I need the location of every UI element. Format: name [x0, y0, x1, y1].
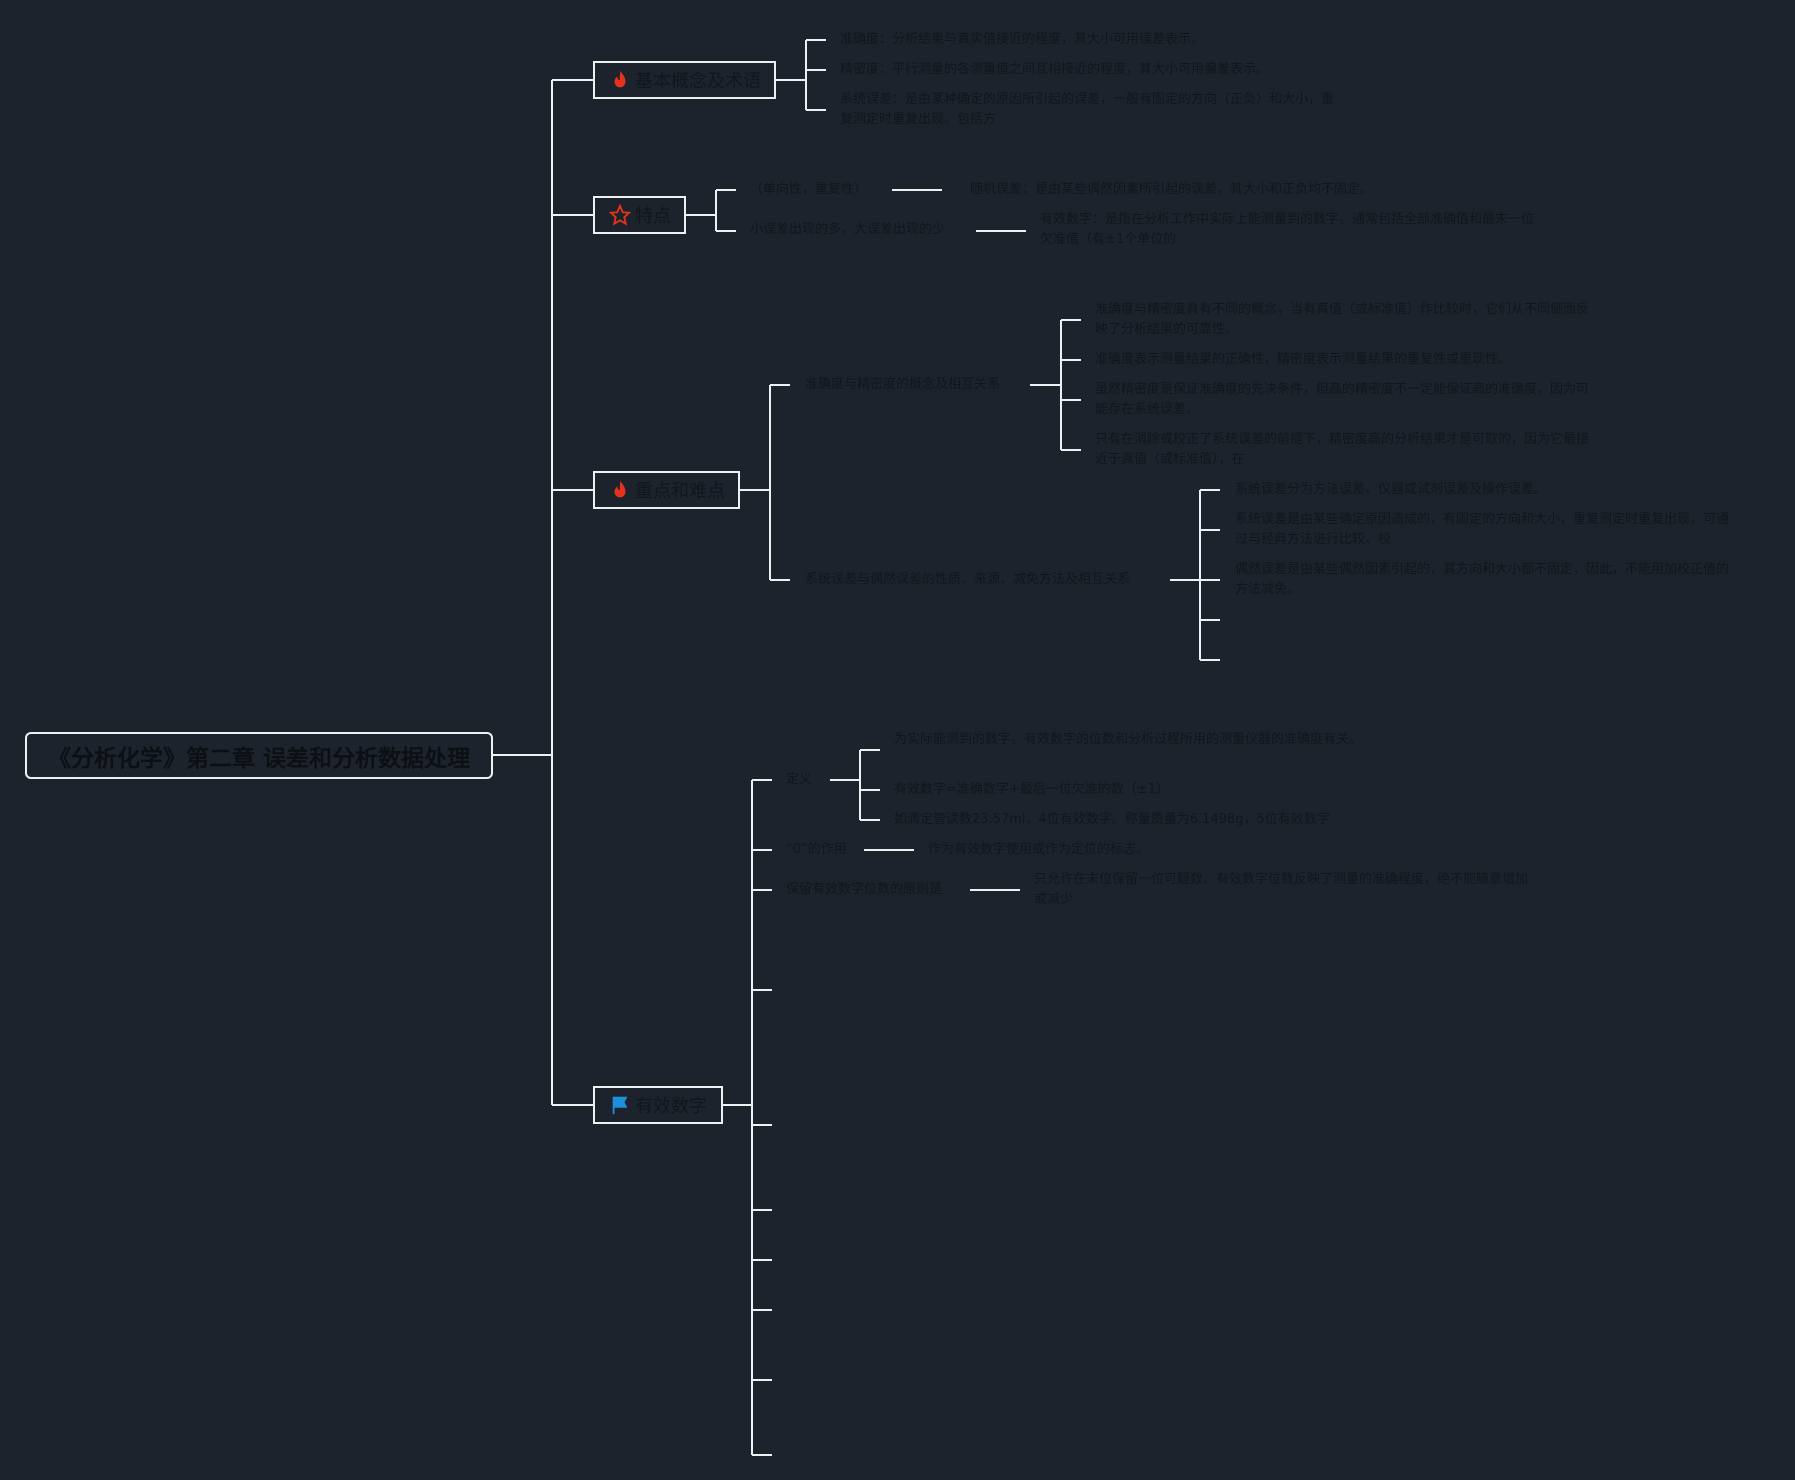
leaf-def-1: 为实际能测到的数字。有效数字的位数和分析过程所用的测量仪器的准确度有关。: [894, 732, 1363, 747]
branch-label: 特点: [635, 206, 671, 227]
node-small-errors: 小误差出现的多，大误差出现的少: [750, 222, 946, 237]
flame-icon: [609, 479, 631, 501]
leaf-retention-rule: 只允许在末位保留一位可疑数。有效数字位数反映了测量的准确程度，绝不能随意增加或减…: [1034, 872, 1529, 907]
leaf-ap-3: 虽然精密度是保证准确度的先决条件，但高的精密度不一定能保证高的准确度，因为可能存…: [1095, 382, 1590, 417]
node-retention-rule: 保留有效数字位数的原则是: [786, 882, 943, 897]
branch-label: 重点和难点: [635, 481, 725, 502]
leaf-sr-2: 系统误差是由某些确定原因造成的，有固定的方向和大小，重复测定时重复出现，可通过与…: [1235, 512, 1730, 547]
leaf-systematic-error: 系统误差：是由某种确定的原因所引起的误差，一般有固定的方向（正负）和大小，重复测…: [840, 92, 1335, 127]
leaf-zero-role: 作为有效数字使用或作为定位的标志。: [928, 842, 1150, 857]
leaf-def-3: 如滴定管读数23.57ml，4位有效数字。称量质量为6.1498g，5位有效数字: [894, 812, 1330, 827]
leaf-sr-3: 偶然误差是由某些偶然因素引起的，其方向和大小都不固定，因此，不能用加校正值的方法…: [1235, 562, 1730, 597]
leaf-accuracy: 准确度：分析结果与真实值接近的程度，其大小可用误差表示。: [840, 32, 1205, 47]
branch-label: 有效数字: [635, 1096, 707, 1117]
leaf-ap-4: 只有在消除或校正了系统误差的前提下，精密度高的分析结果才是可取的，因为它最接近于…: [1095, 432, 1590, 467]
node-unidirectional: （单向性，重复性）: [750, 182, 868, 197]
branch-sig-figs[interactable]: 有效数字: [593, 1086, 723, 1124]
node-systematic-random: 系统误差与偶然误差的性质、来源、减免方法及相互关系: [805, 572, 1131, 587]
leaf-precision: 精密度：平行测量的各测量值之间互相接近的程度，其大小可用偏差表示。: [840, 62, 1270, 77]
leaf-ap-2: 准确度表示测量结果的正确性，精密度表示测量结果的重复性或重现性。: [1095, 352, 1512, 367]
root-topic[interactable]: 《分析化学》第二章 误差和分析数据处理: [25, 732, 493, 779]
leaf-random-error: 随机误差：是由某些偶然因素所引起的误差，其大小和正负均不固定。: [970, 182, 1374, 197]
branch-label: 基本概念及术语: [635, 71, 761, 92]
star-icon: [609, 204, 631, 226]
branch-features[interactable]: 特点: [593, 196, 686, 234]
flame-icon: [609, 69, 631, 91]
leaf-significant-figures: 有效数字：是指在分析工作中实际上能测量到的数字。通常包括全部准确值和最末一位欠准…: [1040, 212, 1535, 247]
branch-key-points[interactable]: 重点和难点: [593, 471, 740, 509]
leaf-sr-1: 系统误差分为方法误差、仪器或试剂误差及操作误差。: [1235, 482, 1548, 497]
leaf-ap-1: 准确度与精密度具有不同的概念，当有真值（或标准值）作比较时，它们从不同侧面反映了…: [1095, 302, 1590, 337]
branch-basic-concepts[interactable]: 基本概念及术语: [593, 61, 776, 99]
node-accuracy-precision: 准确度与精密度的概念及相互关系: [805, 377, 1001, 392]
leaf-def-2: 有效数字=准确数字+最后一位欠准的数（±1）: [894, 782, 1169, 797]
node-definition: 定义: [786, 772, 813, 787]
node-zero-role: “0”的作用: [786, 842, 847, 857]
flag-icon: [609, 1094, 631, 1116]
